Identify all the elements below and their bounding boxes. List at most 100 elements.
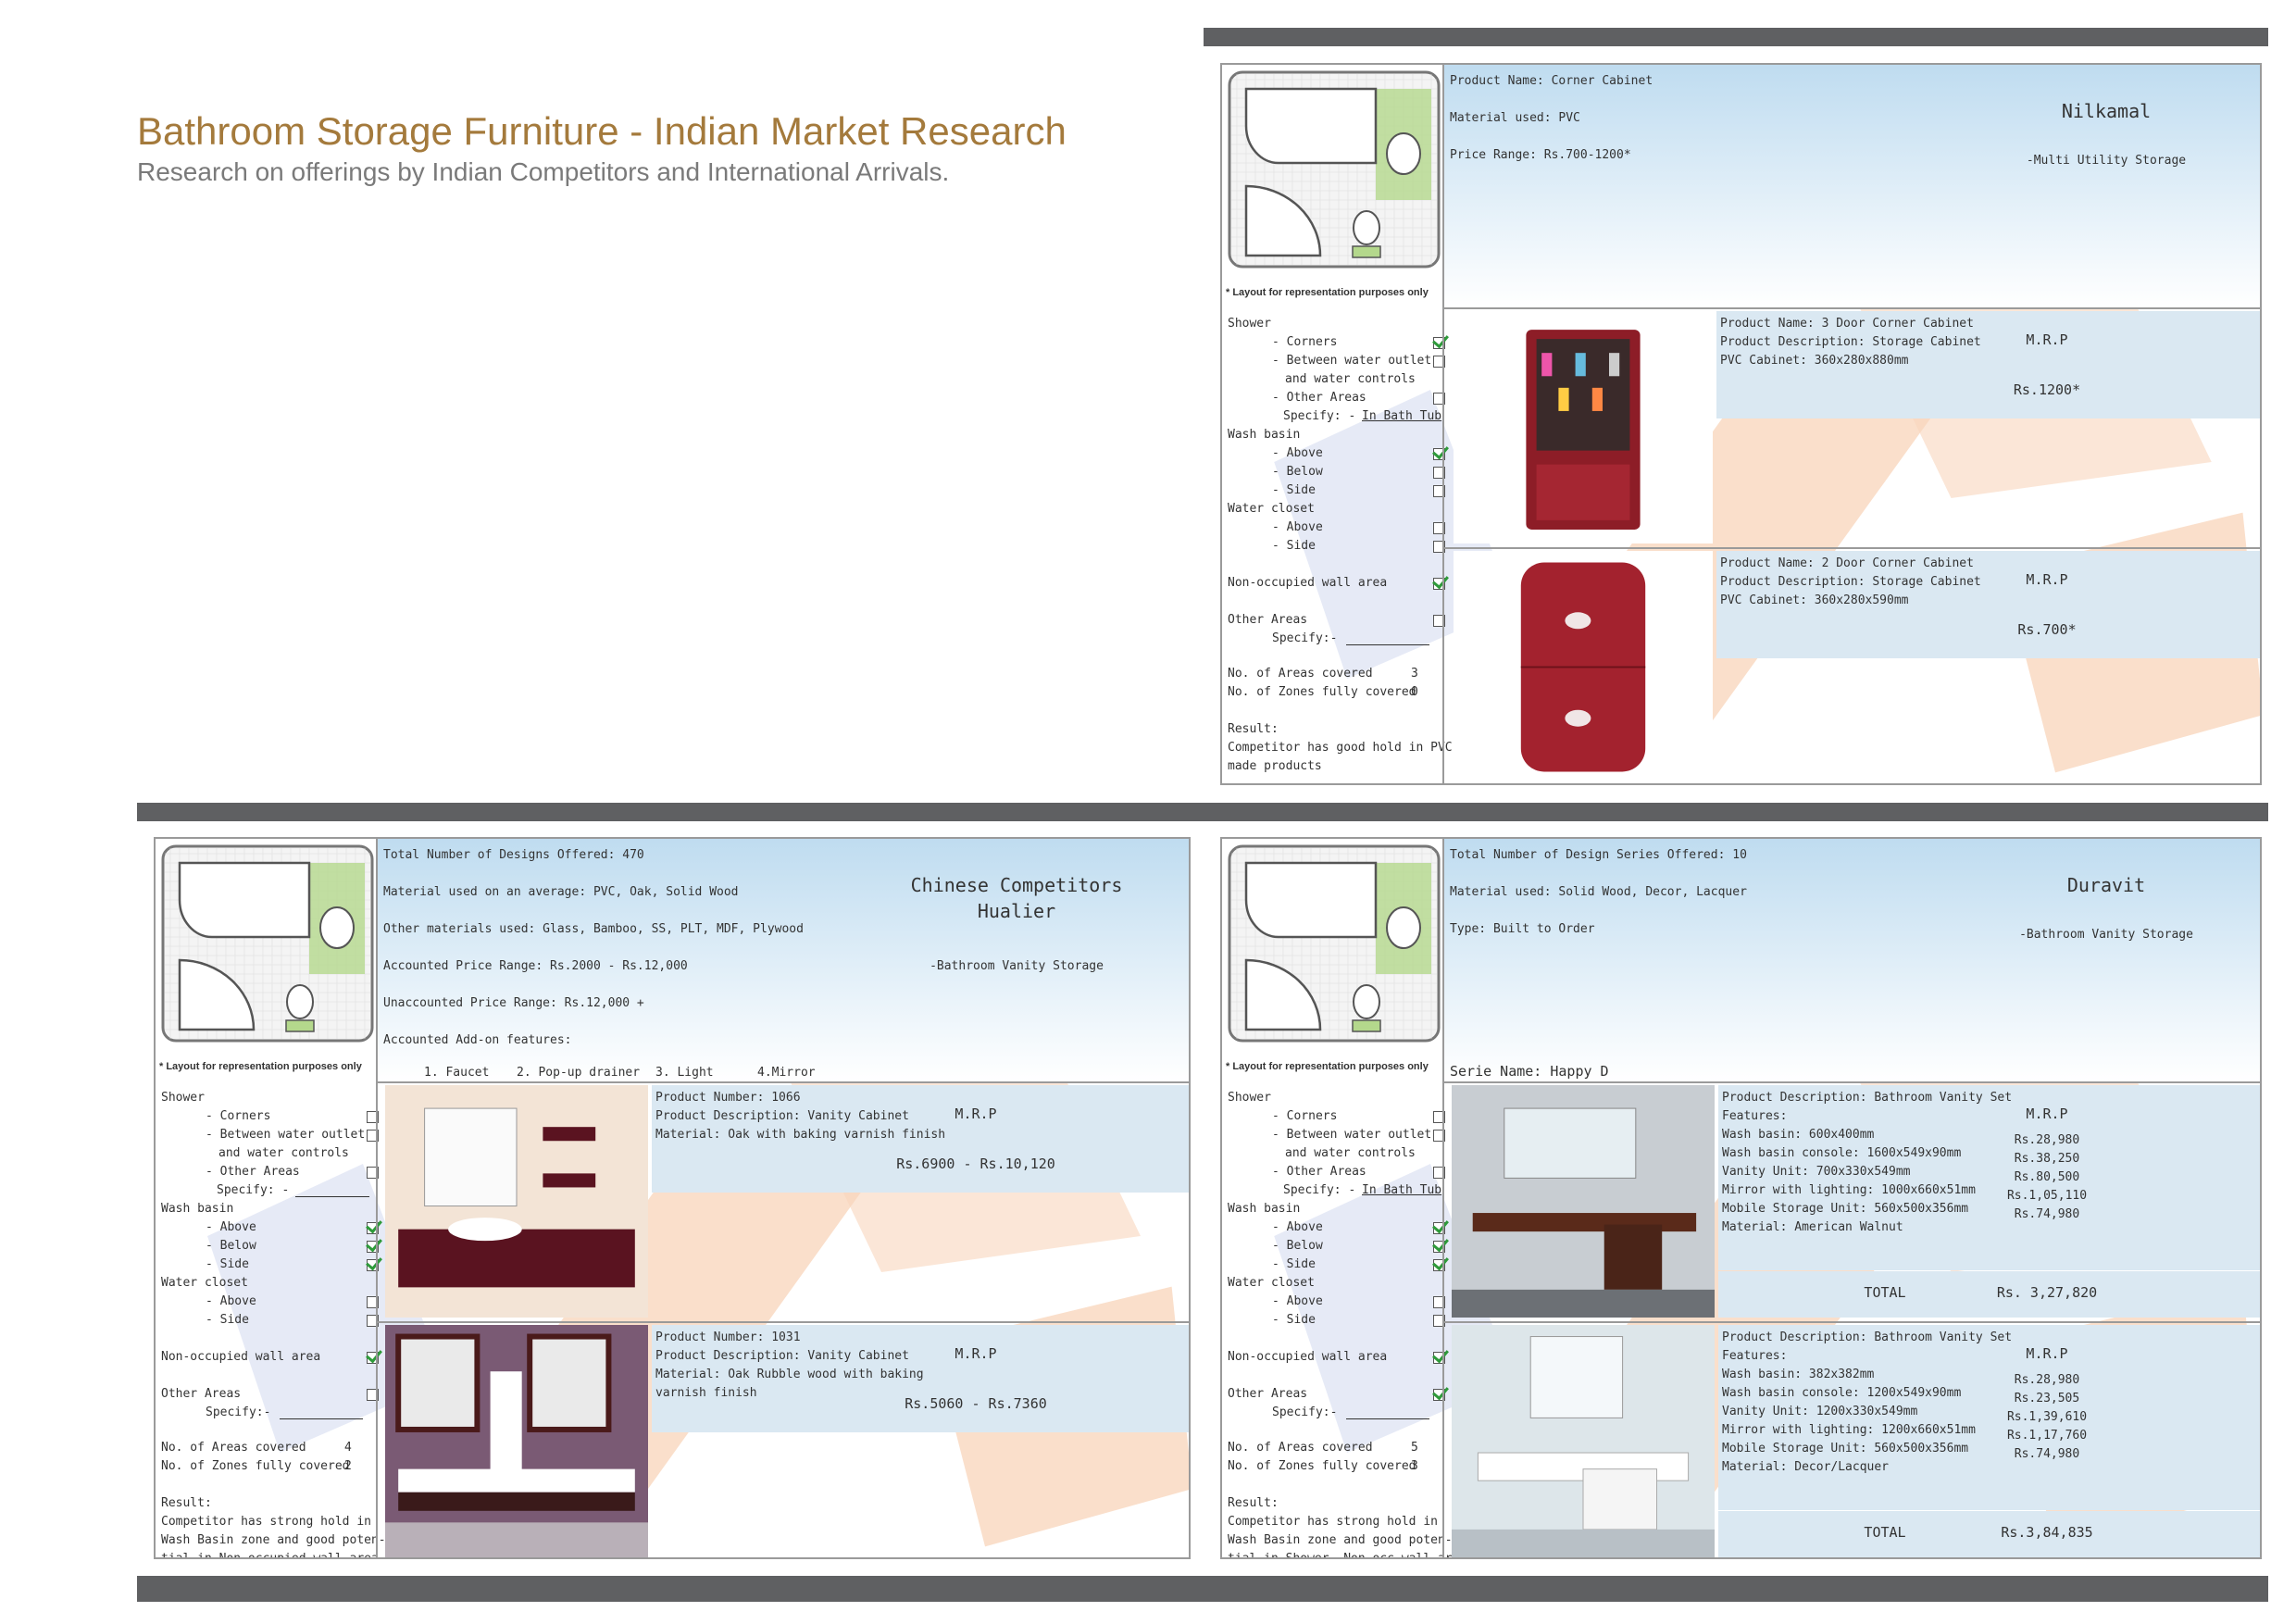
zone-checkbox[interactable] [1433, 356, 1445, 368]
specify-line [1346, 1418, 1429, 1419]
checklist-label: - Corners [206, 1109, 271, 1123]
zone-checkbox[interactable] [367, 1352, 379, 1364]
zones-covered-label: No. of Zones fully covered [161, 1459, 350, 1473]
product-photo [1454, 551, 1713, 783]
zone-checkbox[interactable] [367, 1222, 379, 1234]
zone-checkbox[interactable] [367, 1315, 379, 1327]
zone-checkbox[interactable] [1433, 578, 1445, 590]
mrp-label: M.R.P [2026, 571, 2068, 588]
checklist-label: - Above [206, 1220, 256, 1234]
checklist-label: Other Areas [1228, 613, 1308, 627]
page-title: Bathroom Storage Furniture - Indian Mark… [137, 109, 1067, 153]
zone-checkbox[interactable] [1433, 1296, 1445, 1308]
zones-covered-label: No. of Zones fully covered [1228, 685, 1416, 699]
product-detail-line: Material: Decor/Lacquer [1722, 1460, 1890, 1474]
brand-name: Chinese Competitors [910, 874, 1123, 896]
checklist-label: - Between water outlet [1272, 1128, 1432, 1142]
addon-feature: 1. Faucet [424, 1066, 490, 1080]
component-price: Rs.23,505 [2014, 1392, 2080, 1405]
zone-checkbox[interactable] [1433, 1167, 1445, 1179]
product-image [385, 1085, 648, 1318]
result-text: made products [1228, 759, 1322, 773]
component-price: Rs.28,980 [2014, 1373, 2080, 1387]
checklist-label: - Side [206, 1257, 249, 1271]
summary-line: Accounted Add-on features: [383, 1033, 572, 1047]
bathroom-layout-plan [1228, 70, 1441, 269]
product-price: Rs.6900 - Rs.10,120 [896, 1156, 1055, 1172]
brand-name-secondary: Hualier [977, 900, 1056, 922]
product-detail-line: Features: [1722, 1109, 1788, 1123]
product-detail-line: Wash basin: 382x382mm [1722, 1368, 1875, 1381]
result-label: Result: [161, 1496, 212, 1510]
competitor-summary: Total Number of Design Series Offered: 1… [1444, 839, 2260, 1083]
zone-checkbox[interactable] [1433, 1352, 1445, 1364]
zone-checkbox[interactable] [1433, 615, 1445, 627]
divider [1442, 839, 1444, 1081]
zone-checkbox[interactable] [1433, 448, 1445, 460]
component-price: Rs.74,980 [2014, 1447, 2080, 1461]
specify-line [1346, 644, 1429, 645]
zone-checkbox[interactable] [1433, 467, 1445, 479]
brand-name: Nilkamal [2061, 100, 2152, 122]
summary-line: Material used: Solid Wood, Decor, Lacque… [1450, 885, 1747, 899]
brand-name: Duravit [2066, 874, 2146, 896]
zone-checkbox[interactable] [1433, 1259, 1445, 1271]
product-detail-line: Product Description: Bathroom Vanity Set [1722, 1330, 2013, 1344]
zone-checkbox[interactable] [367, 1389, 379, 1401]
product-photo [1452, 1325, 1715, 1557]
checklist-label: and water controls [1285, 372, 1416, 386]
checklist-label: - Between water outlet [206, 1128, 366, 1142]
checklist-label: - Between water outlet [1272, 354, 1432, 368]
specify-value: In Bath Tub [1362, 1183, 1442, 1197]
zones-covered-value: 0 [1411, 685, 1418, 699]
product-image [1452, 1085, 1715, 1318]
zone-checkbox[interactable] [367, 1296, 379, 1308]
zone-checkbox[interactable] [367, 1241, 379, 1253]
mrp-label: M.R.P [2026, 1106, 2068, 1122]
product-image [385, 1325, 648, 1557]
product-detail-line: Material: Oak with baking varnish finish [655, 1128, 946, 1142]
zone-checkbox[interactable] [367, 1167, 379, 1179]
serie-name: Serie Name: Happy D [1450, 1063, 1609, 1080]
product-detail-line: Product Number: 1066 [655, 1091, 801, 1105]
checklist-label: - Below [1272, 465, 1323, 479]
zone-checkbox[interactable] [1433, 485, 1445, 497]
specify-line [295, 1196, 369, 1197]
zone-checkbox[interactable] [1433, 1241, 1445, 1253]
zone-checkbox[interactable] [1433, 337, 1445, 349]
product-detail-line: Material: American Walnut [1722, 1220, 1903, 1234]
zone-checkbox[interactable] [1433, 1130, 1445, 1142]
summary-line: Other materials used: Glass, Bamboo, SS,… [383, 922, 804, 936]
zone-checkbox[interactable] [367, 1130, 379, 1142]
zone-checkbox[interactable] [367, 1111, 379, 1123]
checklist-label: Specify:- [206, 1405, 271, 1419]
mrp-label: M.R.P [2026, 331, 2068, 348]
checklist-label: Wash basin [1228, 1202, 1301, 1216]
zone-checkbox[interactable] [1433, 393, 1445, 405]
zone-checkbox[interactable] [1433, 1111, 1445, 1123]
zone-checkbox[interactable] [1433, 1389, 1445, 1401]
zone-checkbox[interactable] [367, 1259, 379, 1271]
result-text: Wash Basin zone and good poten- [161, 1533, 386, 1547]
product-price: Rs.700* [2017, 621, 2077, 638]
product-detail-line: Wash basin console: 1600x549x90mm [1722, 1146, 1962, 1160]
zone-checkbox[interactable] [1433, 522, 1445, 534]
divider [1444, 1321, 2260, 1323]
divider [1442, 307, 1444, 783]
divider [1442, 1081, 1444, 1557]
product-image [1452, 1325, 1715, 1557]
zone-checkbox[interactable] [1433, 1315, 1445, 1327]
product-price: Rs.1200* [2013, 381, 2081, 398]
zone-checkbox[interactable] [1433, 1222, 1445, 1234]
specify-value: In Bath Tub [1362, 409, 1442, 423]
checklist-label: - Other Areas [206, 1165, 300, 1179]
mrp-label: M.R.P [2026, 1345, 2068, 1362]
checklist-label: and water controls [1285, 1146, 1416, 1160]
result-text: tial in Shower, Non-occ wall area [1228, 1552, 1467, 1559]
zone-checkbox[interactable] [1433, 541, 1445, 553]
checklist-label: Non-occupied wall area [1228, 1350, 1388, 1364]
total-label: TOTAL [1864, 1524, 1906, 1541]
checklist-label: Other Areas [161, 1387, 242, 1401]
